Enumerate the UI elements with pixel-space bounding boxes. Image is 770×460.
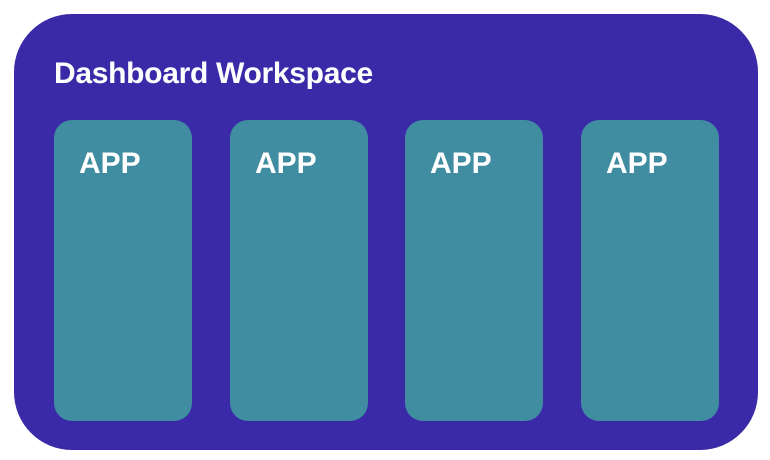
app-label-4: APP [606,147,668,180]
app-panel-3[interactable]: APP [405,120,543,421]
app-label-2: APP [255,147,317,180]
app-panel-4[interactable]: APP [581,120,719,421]
app-panel-2[interactable]: APP [230,120,368,421]
workspace-title: Dashboard Workspace [54,57,373,90]
app-label-1: APP [79,147,141,180]
app-panel-1[interactable]: APP [54,120,192,421]
dashboard-workspace: Dashboard Workspace APP APP APP APP [14,14,758,450]
app-label-3: APP [430,147,492,180]
